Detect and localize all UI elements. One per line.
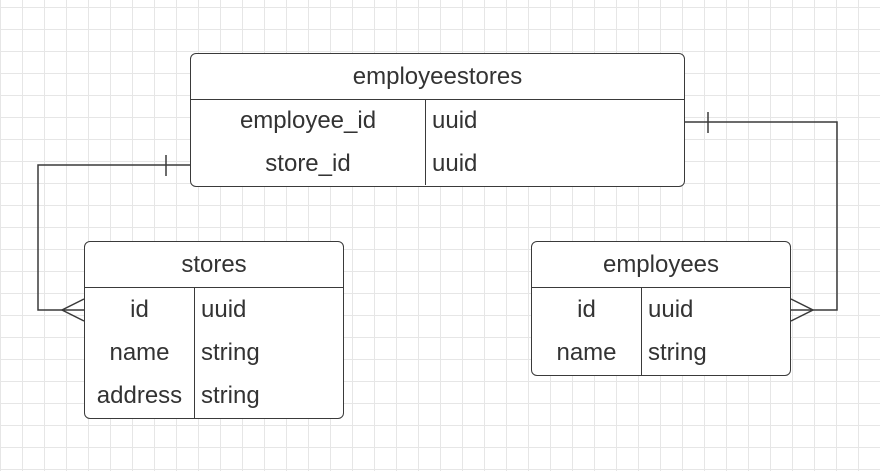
field-name: store_id: [191, 142, 426, 185]
entity-employees[interactable]: employees id uuid name string: [531, 241, 791, 376]
field-name: name: [532, 331, 642, 375]
field-type: string: [201, 338, 260, 366]
field-name: name: [85, 331, 195, 375]
field-rows: id uuid name string address string: [85, 288, 343, 418]
entity-title: employees: [532, 242, 790, 288]
field-name: address: [85, 374, 195, 418]
field-type: uuid: [201, 295, 247, 323]
field-name: id: [85, 288, 195, 332]
entity-title: employeestores: [191, 54, 684, 100]
entity-title: stores: [85, 242, 343, 288]
crows-foot-stores: [60, 298, 85, 322]
field-name: id: [532, 288, 642, 332]
field-type: string: [201, 382, 260, 410]
field-name: employee_id: [191, 100, 426, 143]
field-rows: employee_id uuid store_id uuid: [191, 100, 684, 185]
field-type: uuid: [432, 149, 478, 177]
field-type: string: [648, 339, 707, 367]
entity-stores[interactable]: stores id uuid name string address strin…: [84, 241, 344, 419]
entity-employeestores[interactable]: employeestores employee_id uuid store_id…: [190, 53, 685, 187]
crows-foot-employees: [790, 298, 815, 322]
field-type: uuid: [432, 107, 478, 135]
field-rows: id uuid name string: [532, 288, 790, 375]
field-type: uuid: [648, 295, 694, 323]
